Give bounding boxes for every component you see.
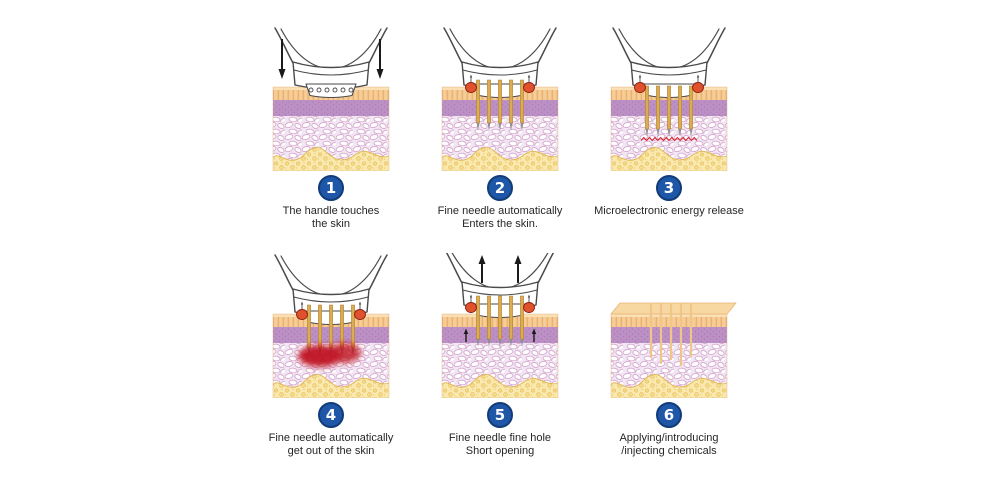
step-caption: Fine needle automatically get out of the… — [269, 432, 394, 458]
step-caption: Applying/introducing /injecting chemical… — [619, 432, 718, 458]
step-number-badge: 4 — [318, 402, 344, 428]
step-caption: Microelectronic energy release — [594, 205, 744, 218]
step-2-illustration — [441, 27, 559, 171]
step-panel-6: 6 Applying/introducing /injecting chemic… — [585, 253, 754, 458]
skin-top-face — [610, 302, 737, 315]
skin-up-arrow-icon — [463, 328, 537, 342]
skin-cross-section — [610, 313, 728, 398]
caption-line-2: Enters the skin. — [462, 218, 538, 230]
step-caption: Fine needle automatically Enters the ski… — [438, 205, 563, 231]
needle-ports — [308, 87, 354, 93]
step-panel-2: 2 Fine needle automatically Enters the s… — [416, 26, 585, 231]
up-arrow-icon — [478, 255, 522, 283]
caption-line-2: Short opening — [465, 445, 535, 457]
step-5-illustration — [441, 253, 559, 398]
microneedling-process-diagram: 1 The handle touches the skin 2 Fine nee… — [247, 26, 754, 458]
step-number-badge: 5 — [487, 402, 513, 428]
heated-zone — [298, 343, 361, 367]
caption-line-2: the skin — [312, 218, 350, 230]
caption-line-2: /injecting chemicals — [621, 445, 717, 457]
step-caption: The handle touches the skin — [283, 205, 380, 231]
step-number-badge: 2 — [487, 175, 513, 201]
skin-cross-section — [272, 86, 390, 171]
step-panel-4: 4 Fine needle automatically get out of t… — [247, 253, 416, 458]
down-arrow-icon — [278, 39, 384, 79]
step-caption: Fine needle fine hole Short opening — [449, 432, 551, 458]
step-panel-1: 1 The handle touches the skin — [247, 26, 416, 231]
caption-line-1: Fine needle fine hole — [448, 432, 552, 444]
step-6-illustration — [610, 302, 737, 398]
step-3-illustration — [610, 27, 728, 171]
caption-line-1: Fine needle automatically — [268, 432, 394, 444]
caption-line-1: Applying/introducing — [619, 432, 719, 444]
step-number-badge: 6 — [656, 402, 682, 428]
caption-line-1: Microelectronic energy release — [594, 205, 744, 217]
step-panel-5: 5 Fine needle fine hole Short opening — [416, 253, 585, 458]
open-microchannels — [649, 302, 693, 367]
step-number-badge: 3 — [656, 175, 682, 201]
caption-line-1: The handle touches — [282, 205, 380, 217]
step-4-illustration — [272, 254, 390, 398]
step-number-badge: 1 — [318, 175, 344, 201]
energy-zigzag-icon — [640, 136, 698, 142]
caption-line-1: Fine needle automatically — [437, 205, 563, 217]
caption-line-2: get out of the skin — [287, 445, 375, 457]
step-panel-3: 3 Microelectronic energy release — [585, 26, 754, 231]
step-1-illustration — [272, 27, 390, 171]
